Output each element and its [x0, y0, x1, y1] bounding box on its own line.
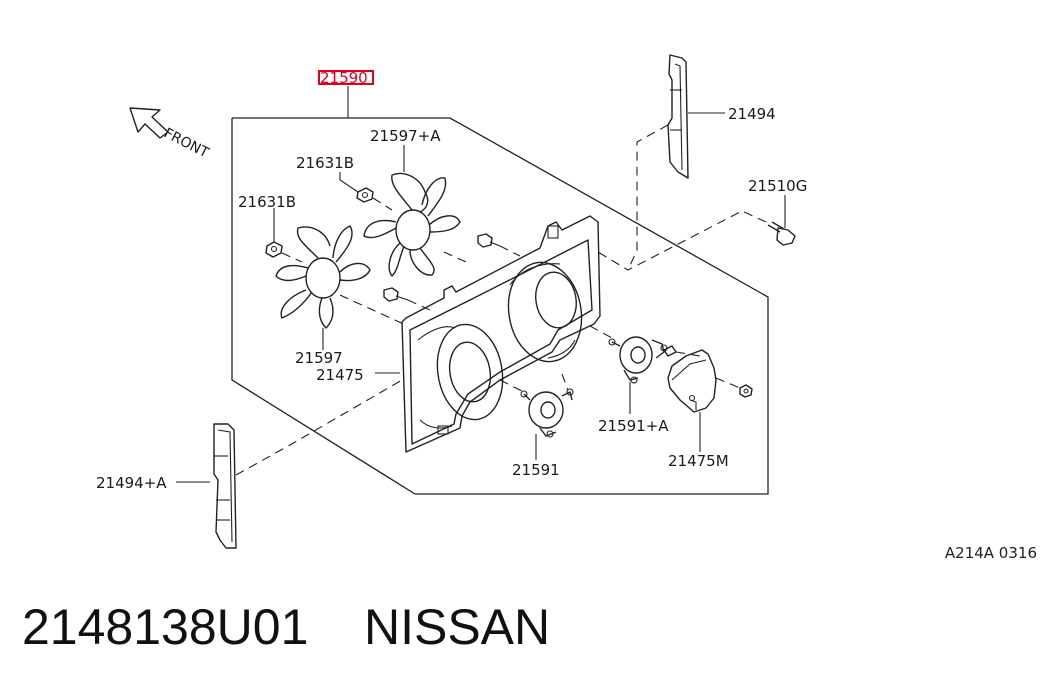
assembly-frame — [231, 117, 769, 495]
nut-upper-part — [356, 187, 374, 203]
front-label: FRONT — [161, 125, 211, 161]
part-number: 2148138U01 — [22, 599, 309, 655]
shroud-bolt-lower — [383, 287, 409, 302]
callout-bolt[interactable]: 21510G — [748, 177, 807, 195]
callout-deflector-lower[interactable]: 21494+A — [96, 474, 167, 492]
motor-lower-part — [520, 388, 574, 438]
fan-upper-part — [363, 172, 461, 277]
deflector-upper-part — [667, 54, 689, 179]
nut-lower-part — [265, 241, 283, 258]
reference-code: A214A 0316 — [944, 544, 1037, 562]
callout-nut-upper[interactable]: 21631B — [296, 154, 354, 172]
bolt-part — [767, 221, 796, 246]
shroud-bolt-upper — [477, 233, 501, 248]
front-arrow-icon — [129, 107, 169, 139]
callout-shroud[interactable]: 21475 — [316, 366, 364, 384]
brand-name: NISSAN — [363, 599, 551, 655]
fan-lower-part — [275, 225, 371, 329]
callout-nut-lower[interactable]: 21631B — [238, 193, 296, 211]
callout-assembly[interactable]: 21590 — [320, 69, 368, 87]
cover-nut-part — [739, 384, 753, 398]
callout-deflector-upper[interactable]: 21494 — [728, 105, 776, 123]
shroud-part — [401, 215, 601, 453]
motor-upper-part — [608, 336, 677, 384]
callout-motor-lower[interactable]: 21591 — [512, 461, 560, 479]
caption-gap — [308, 599, 364, 655]
parts-diagram: FRONT 21590 21494 21510G 21597+A 21631B — [96, 54, 807, 549]
callout-motor-upper[interactable]: 21591+A — [598, 417, 669, 435]
cover-part — [667, 349, 717, 413]
callout-fan-lower[interactable]: 21597 — [295, 349, 343, 367]
callout-cover[interactable]: 21475M — [668, 452, 729, 470]
deflector-lower-part — [213, 423, 237, 549]
assembly-highlight — [318, 70, 374, 85]
callout-fan-upper[interactable]: 21597+A — [370, 127, 441, 145]
part-caption: 2148138U01 NISSAN — [22, 598, 550, 656]
